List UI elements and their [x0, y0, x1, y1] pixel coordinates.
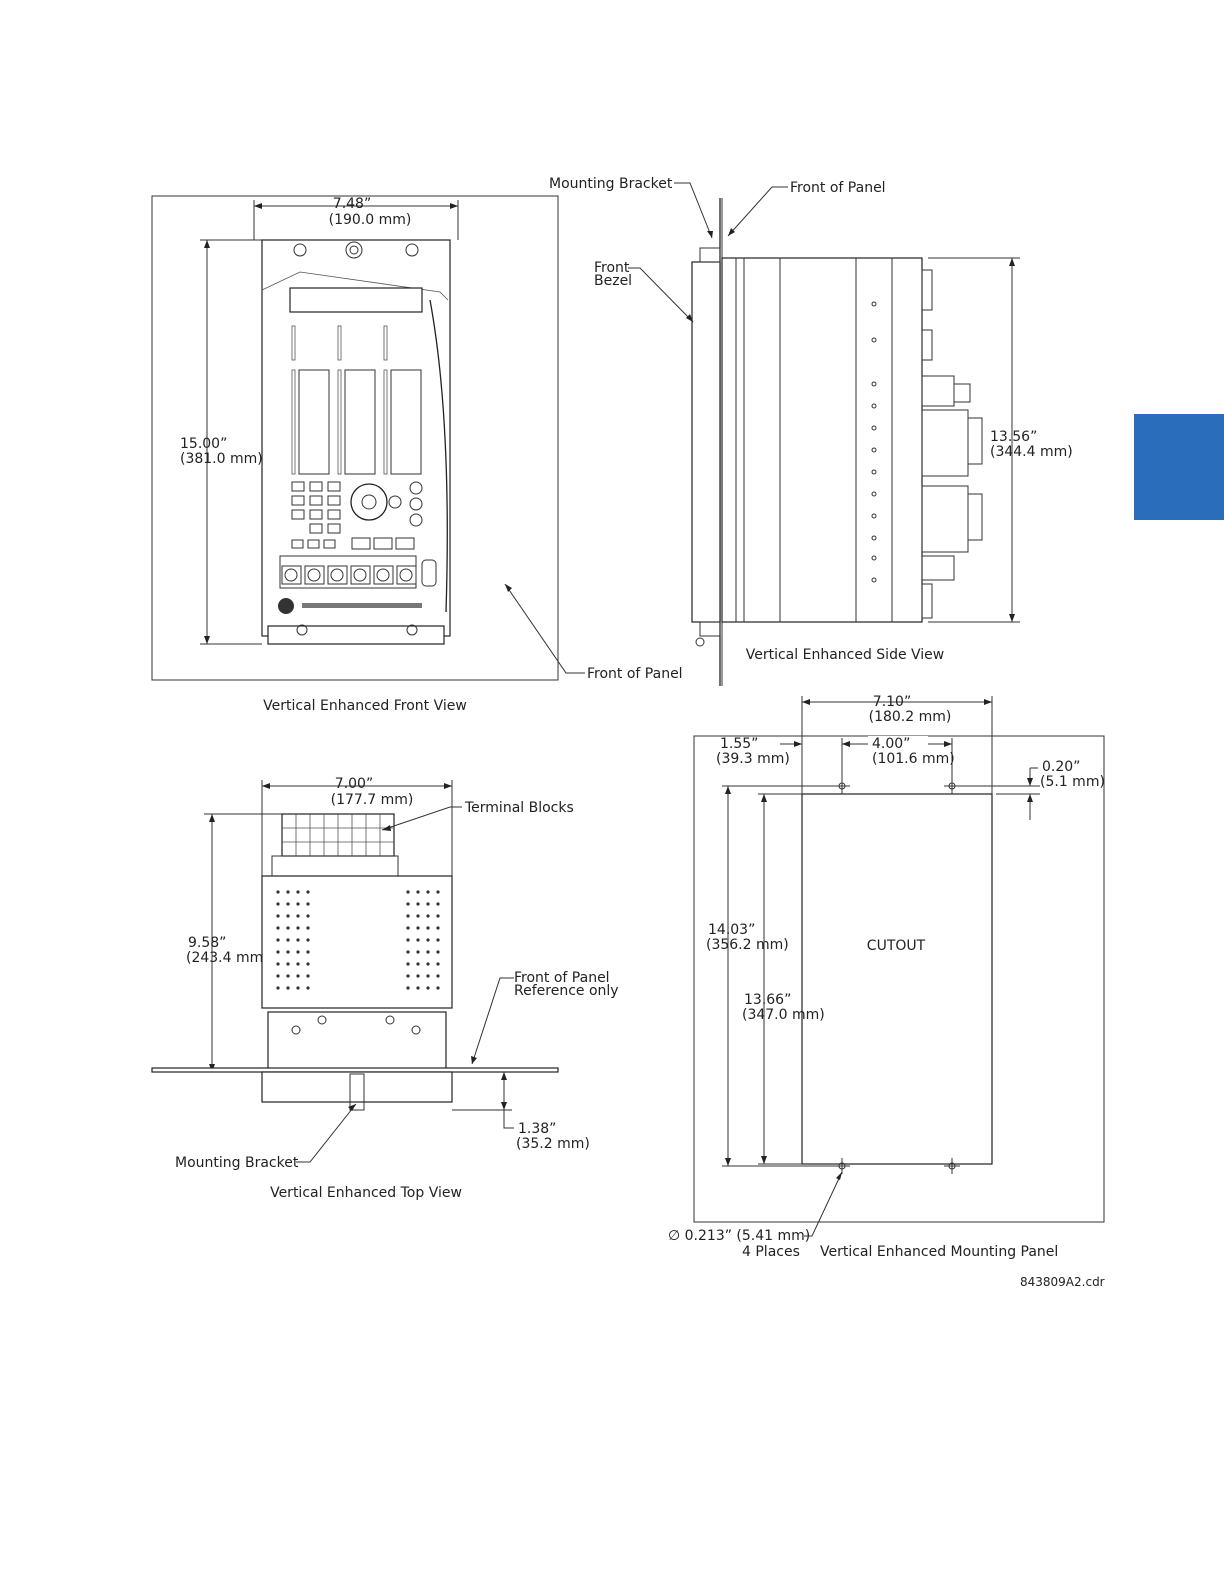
front-width-mm: (190.0 mm)	[329, 212, 412, 228]
panel-width-mm: (180.2 mm)	[869, 709, 952, 725]
top-depth-mm: (243.4 mm)	[186, 950, 269, 966]
chapter-tab	[1134, 414, 1224, 520]
front-bezel-top	[261, 1071, 453, 1103]
led-label-panel-3	[390, 369, 422, 475]
cutout-rect	[801, 793, 993, 1165]
top-depth-in: 9.58”	[188, 935, 226, 951]
terminal-blocks-label: Terminal Blocks	[464, 800, 574, 816]
front-height-in: 15.00”	[180, 436, 227, 452]
front-height-mm: (381.0 mm)	[180, 451, 263, 467]
panel-offset-mm: (39.3 mm)	[716, 751, 790, 767]
front-of-panel-ref-label-1: Front of Panel	[514, 970, 610, 986]
side-height-in: 13.56”	[990, 429, 1037, 445]
front-bezel	[691, 261, 721, 623]
mounting-bracket-label-bottom: Mounting Bracket	[175, 1155, 299, 1171]
panel-inner-h-in: 13.66”	[744, 992, 791, 1008]
front-of-panel-ref-label-2: Reference only	[514, 983, 619, 999]
panel-width-in: 7.10”	[873, 694, 911, 710]
keypad	[291, 481, 341, 534]
mounting-panel-caption: Vertical Enhanced Mounting Panel	[820, 1244, 1058, 1260]
panel-hole-spacing-in: 4.00”	[872, 736, 910, 752]
cutout-label: CUTOUT	[867, 938, 926, 954]
front-view: 7.48” (190.0 mm) 15.00” (381.0 mm)	[151, 195, 683, 714]
relay-case	[721, 257, 923, 623]
panel-outer-h-mm: (356.2 mm)	[706, 937, 789, 953]
top-front-in: 1.38”	[518, 1121, 556, 1137]
top-width-mm: (177.7 mm)	[331, 792, 414, 808]
mounting-bracket-label-top: Mounting Bracket	[549, 176, 673, 192]
side-view-caption: Vertical Enhanced Side View	[746, 647, 945, 663]
hole-count-note: 4 Places	[742, 1244, 800, 1260]
panel-hole-edge-mm: (5.1 mm)	[1040, 774, 1105, 790]
panel-hole-edge-in: 0.20”	[1042, 759, 1080, 775]
led-label-panel-1	[298, 369, 330, 475]
panel-outer-h-in: 14.03”	[708, 922, 755, 938]
mounting-holes	[834, 778, 960, 1174]
panel-hole-spacing-mm: (101.6 mm)	[872, 751, 955, 767]
front-bezel-label-1: Front	[594, 260, 630, 276]
front-of-panel-label: Front of Panel	[587, 666, 683, 682]
hole-diameter-note: ∅ 0.213” (5.41 mm)	[668, 1228, 810, 1244]
front-view-caption: Vertical Enhanced Front View	[263, 698, 467, 714]
top-view-caption: Vertical Enhanced Top View	[270, 1185, 462, 1201]
top-view: 7.00” (177.7 mm) 9.58” (243.4 mm)	[151, 776, 619, 1201]
panel-offset-in: 1.55”	[720, 736, 758, 752]
drawing-id: 843809A2.cdr	[1020, 1275, 1105, 1289]
ge-logo-icon	[278, 598, 294, 614]
side-height-mm: (344.4 mm)	[990, 444, 1073, 460]
led-label-panel-2	[344, 369, 376, 475]
front-of-panel-label-top: Front of Panel	[790, 180, 886, 196]
panel-inner-h-mm: (347.0 mm)	[742, 1007, 825, 1023]
front-panel-outline	[151, 195, 559, 681]
side-view: 13.56” (344.4 mm) Mounting Bracket Front…	[549, 176, 1073, 686]
relay-case-top	[261, 875, 453, 1009]
top-width-in: 7.00”	[335, 776, 373, 792]
front-width-in: 7.48”	[333, 196, 371, 212]
mounting-panel-view: CUTOUT 7.10” (180.2 mm) 1.55” (39.3 mm) …	[668, 694, 1105, 1289]
front-display	[289, 287, 423, 313]
navigation-pad	[350, 483, 388, 521]
mounting-bracket-plate	[267, 1011, 447, 1073]
rear-terminals	[921, 269, 983, 619]
front-bezel-label-2: Bezel	[594, 273, 632, 289]
top-front-mm: (35.2 mm)	[516, 1136, 590, 1152]
